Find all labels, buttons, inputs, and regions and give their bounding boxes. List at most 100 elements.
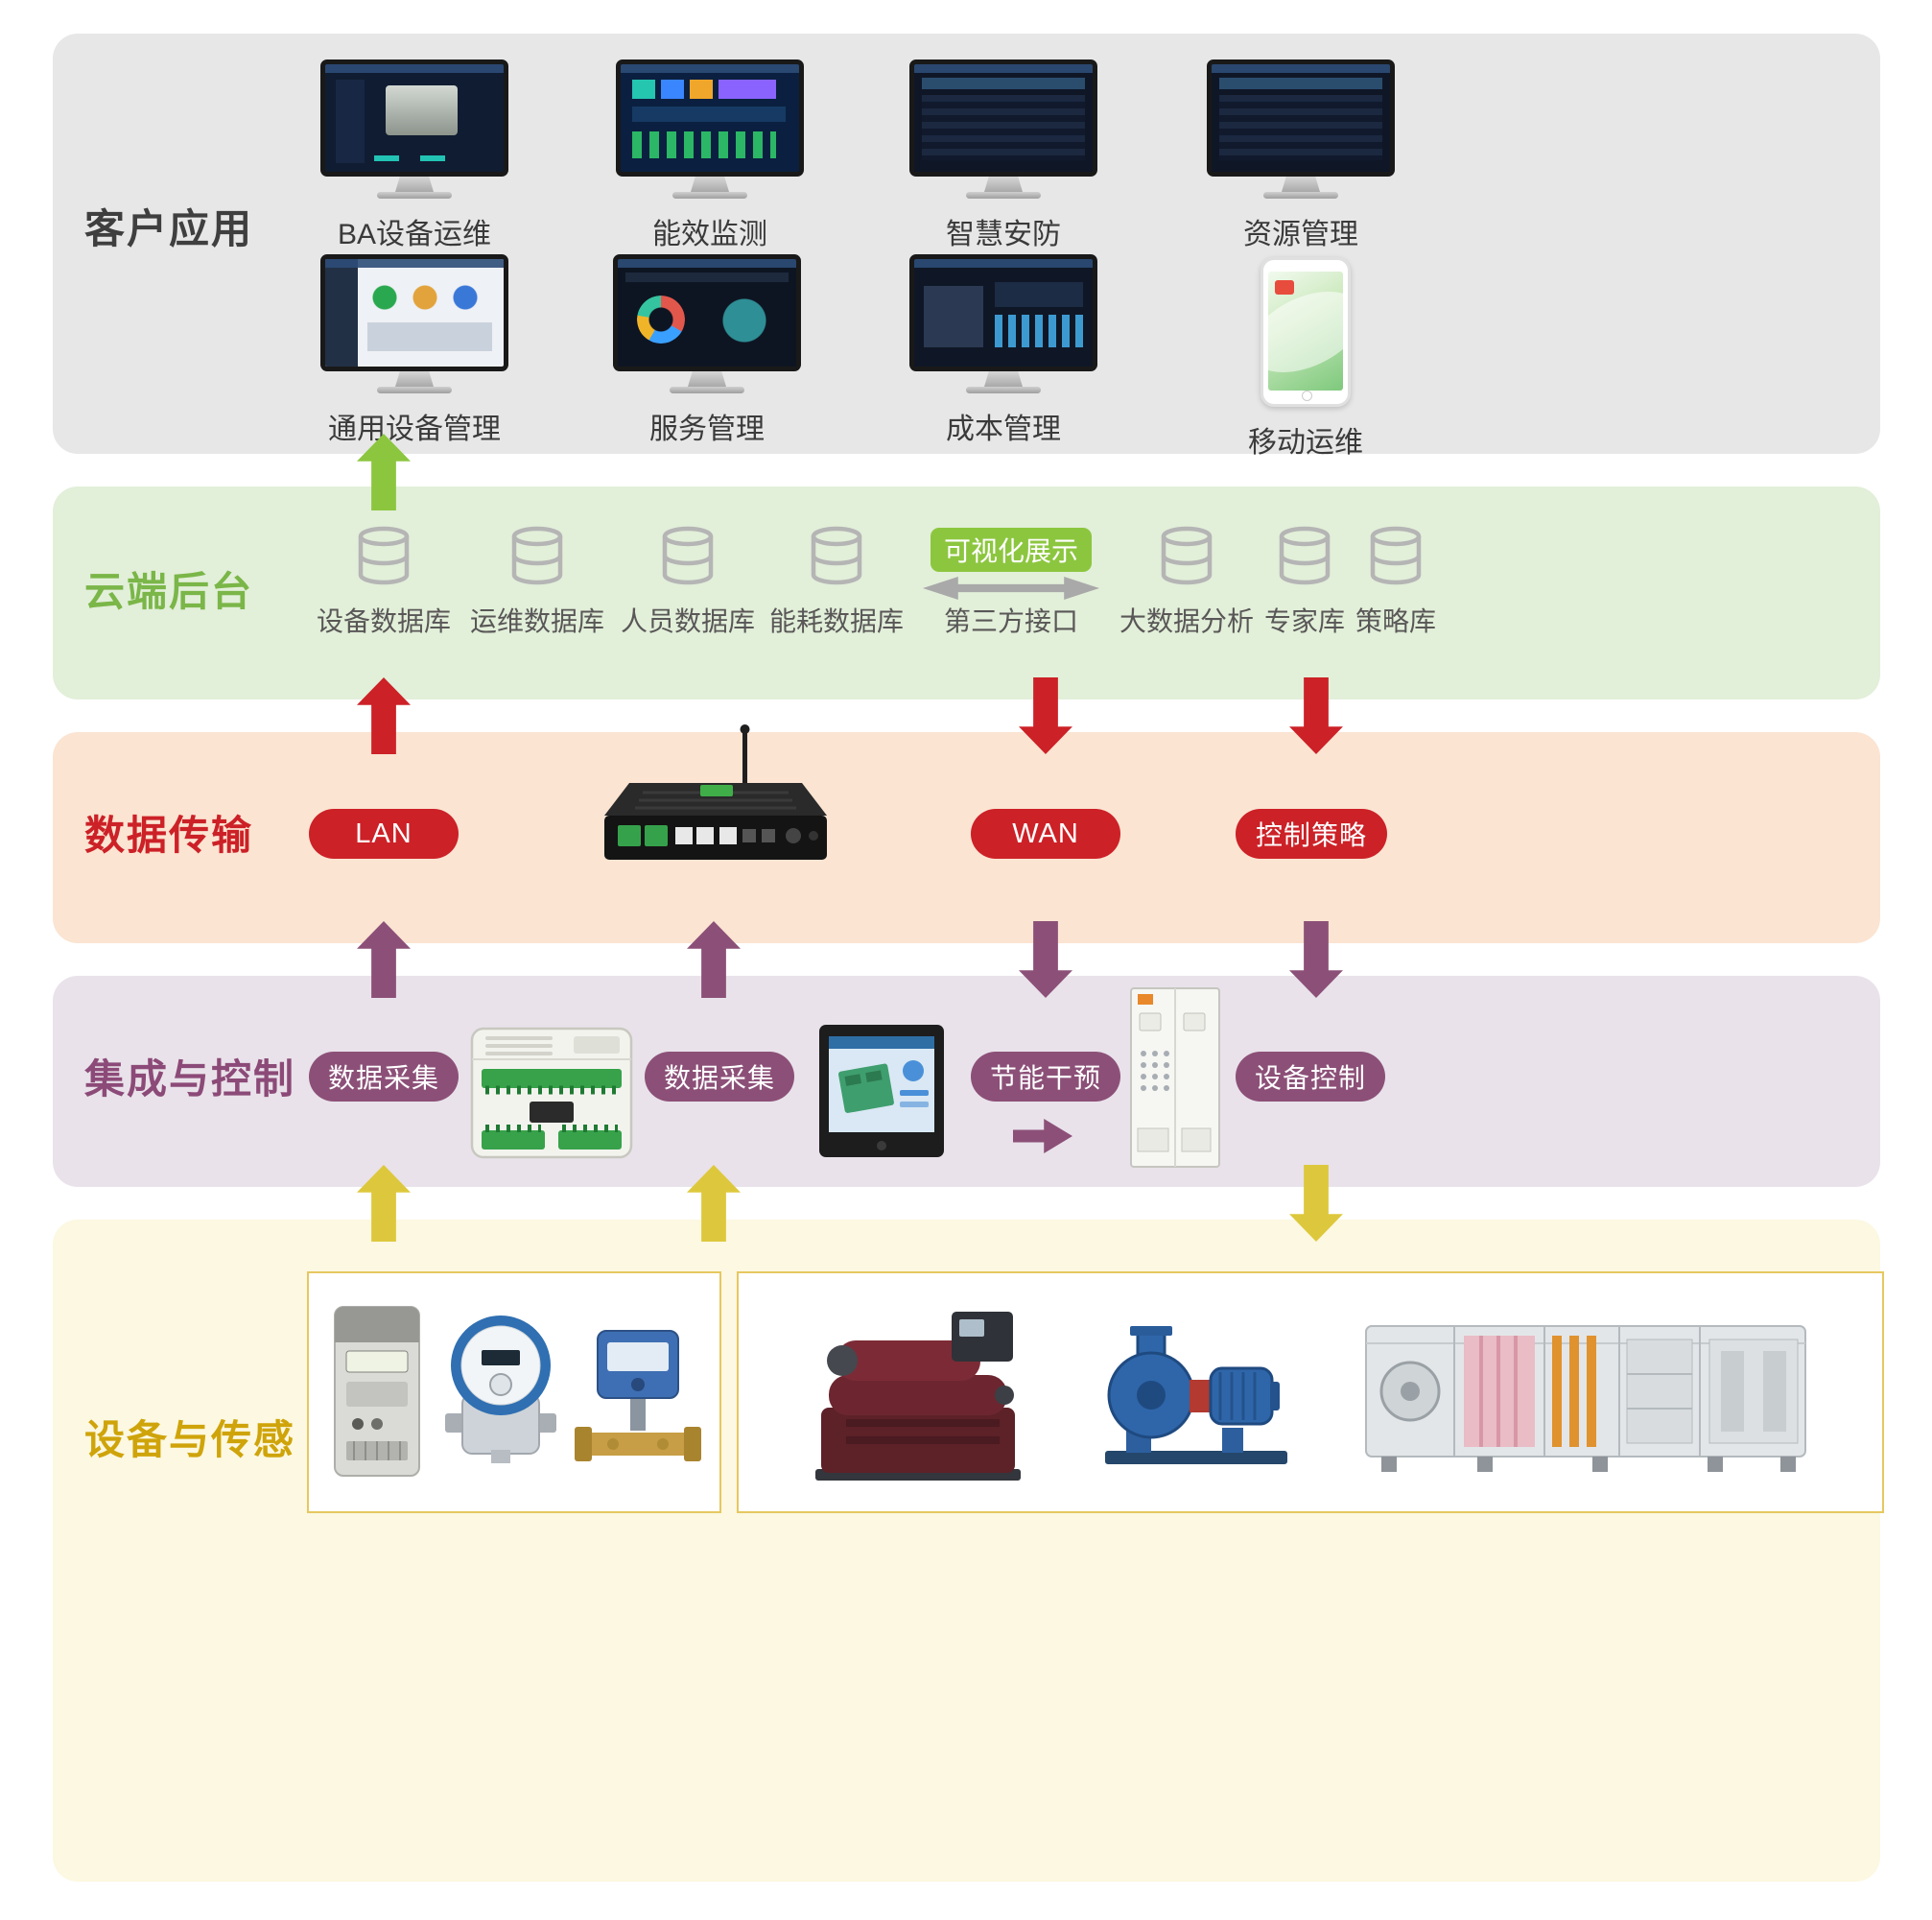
monitor-screen bbox=[909, 59, 1097, 177]
imac-monitor-icon bbox=[1207, 59, 1395, 199]
smartphone-home-button bbox=[1302, 391, 1312, 401]
app-service-management: 服务管理 bbox=[611, 254, 803, 447]
electric-meter-icon bbox=[334, 1306, 420, 1477]
monitor-stand bbox=[395, 371, 434, 387]
heat-meter-icon bbox=[575, 1329, 701, 1461]
app-label: 服务管理 bbox=[649, 414, 765, 445]
app-general-device-management: 通用设备管理 bbox=[318, 254, 510, 447]
third-party-interface-label: 第三方接口 bbox=[943, 606, 1078, 636]
app-ba-equipment-ops: BA设备运维 bbox=[318, 59, 510, 252]
db-personnel-database: 人员数据库 bbox=[611, 526, 765, 639]
db-label: 人员数据库 bbox=[620, 606, 755, 636]
imac-monitor-icon bbox=[909, 254, 1097, 393]
smartphone-screen bbox=[1268, 272, 1343, 391]
touch-screen-panel-icon bbox=[819, 1025, 944, 1157]
layer-cloud-backend bbox=[53, 486, 1880, 699]
db-device-database: 设备数据库 bbox=[307, 526, 460, 639]
app-label: 移动运维 bbox=[1248, 427, 1363, 459]
service-dashboard-screen bbox=[618, 259, 796, 367]
monitor-base bbox=[670, 387, 744, 393]
db-ops-database: 运维数据库 bbox=[460, 526, 614, 639]
db-label: 运维数据库 bbox=[469, 606, 604, 636]
ddc-controller-icon bbox=[470, 1027, 633, 1159]
water-cooled-chiller-icon bbox=[814, 1311, 1021, 1481]
monitor-base bbox=[377, 192, 452, 199]
wan-badge: WAN bbox=[971, 809, 1120, 859]
db-label: 能耗数据库 bbox=[768, 606, 904, 636]
monitor-base bbox=[1263, 192, 1338, 199]
title-data-transmission: 数据传输 bbox=[84, 813, 254, 858]
energy-intervention-badge: 节能干预 bbox=[971, 1052, 1120, 1102]
data-collection-badge-1: 数据采集 bbox=[309, 1052, 459, 1102]
monitor-base bbox=[966, 192, 1041, 199]
cost-dashboard-screen bbox=[914, 259, 1093, 367]
device-gauges-screen bbox=[325, 259, 504, 367]
control-cabinet-icon bbox=[1130, 987, 1220, 1168]
control-strategy-badge: 控制策略 bbox=[1236, 809, 1387, 859]
db-energy-database: 能耗数据库 bbox=[760, 526, 913, 639]
monitor-screen bbox=[1207, 59, 1395, 177]
visualization-badge: 可视化展示 bbox=[931, 528, 1092, 572]
app-label: BA设备运维 bbox=[337, 219, 492, 250]
db-label: 大数据分析 bbox=[1119, 606, 1254, 636]
device-control-badge: 设备控制 bbox=[1236, 1052, 1385, 1102]
app-label: 成本管理 bbox=[946, 414, 1061, 445]
monitor-base bbox=[672, 192, 747, 199]
imac-monitor-icon bbox=[616, 59, 804, 199]
db-label: 专家库 bbox=[1263, 606, 1345, 636]
monitor-screen bbox=[613, 254, 801, 371]
db-label: 设备数据库 bbox=[316, 606, 451, 636]
imac-monitor-icon bbox=[613, 254, 801, 393]
lan-badge: LAN bbox=[309, 809, 459, 859]
database-icon bbox=[658, 526, 718, 587]
title-integration-control: 集成与控制 bbox=[84, 1056, 296, 1102]
monitor-stand bbox=[691, 177, 729, 192]
database-icon bbox=[354, 526, 413, 587]
db-big-data-analytics: 大数据分析 bbox=[1110, 526, 1263, 639]
equipment-group-box bbox=[737, 1271, 1884, 1513]
water-meter-icon bbox=[445, 1316, 556, 1463]
air-handling-unit-icon bbox=[1365, 1325, 1807, 1472]
title-cloud-backend: 云端后台 bbox=[84, 569, 254, 614]
data-collection-badge-2: 数据采集 bbox=[645, 1052, 794, 1102]
app-smart-security: 智慧安防 bbox=[907, 59, 1099, 252]
monitor-stand bbox=[688, 371, 726, 387]
monitor-screen bbox=[320, 59, 508, 177]
monitor-screen bbox=[320, 254, 508, 371]
sensor-group-box bbox=[307, 1271, 721, 1513]
smartphone-icon bbox=[1261, 257, 1351, 407]
monitor-stand bbox=[984, 371, 1023, 387]
imac-monitor-icon bbox=[909, 59, 1097, 199]
database-icon bbox=[807, 526, 866, 587]
monitor-base bbox=[377, 387, 452, 393]
app-resource-management: 资源管理 bbox=[1205, 59, 1397, 252]
ba-ops-dashboard-screen bbox=[325, 64, 504, 172]
app-label: 能效监测 bbox=[652, 219, 767, 250]
database-icon bbox=[1157, 526, 1216, 587]
resource-table-screen bbox=[1212, 64, 1390, 172]
database-icon bbox=[1366, 526, 1425, 587]
title-customer-apps: 客户应用 bbox=[84, 206, 254, 251]
title-devices-sensors: 设备与传感 bbox=[84, 1417, 296, 1462]
monitor-stand bbox=[395, 177, 434, 192]
security-table-screen bbox=[914, 64, 1093, 172]
monitor-stand bbox=[1282, 177, 1320, 192]
monitor-screen bbox=[616, 59, 804, 177]
imac-monitor-icon bbox=[320, 254, 508, 393]
iot-gateway-router-icon bbox=[604, 724, 827, 860]
monitor-base bbox=[966, 387, 1041, 393]
db-expert-library: 专家库 bbox=[1228, 526, 1381, 639]
monitor-stand bbox=[984, 177, 1023, 192]
app-label: 通用设备管理 bbox=[328, 414, 501, 445]
db-label: 策略库 bbox=[1355, 606, 1436, 636]
app-label: 资源管理 bbox=[1243, 219, 1358, 250]
app-label: 智慧安防 bbox=[946, 219, 1061, 250]
imac-monitor-icon bbox=[320, 59, 508, 199]
app-energy-monitoring: 能效监测 bbox=[614, 59, 806, 252]
centrifugal-pump-icon bbox=[1104, 1326, 1287, 1464]
db-strategy-library: 策略库 bbox=[1319, 526, 1473, 639]
app-mobile-ops: 移动运维 bbox=[1210, 257, 1402, 461]
database-icon bbox=[507, 526, 567, 587]
energy-dashboard-screen bbox=[621, 64, 799, 172]
